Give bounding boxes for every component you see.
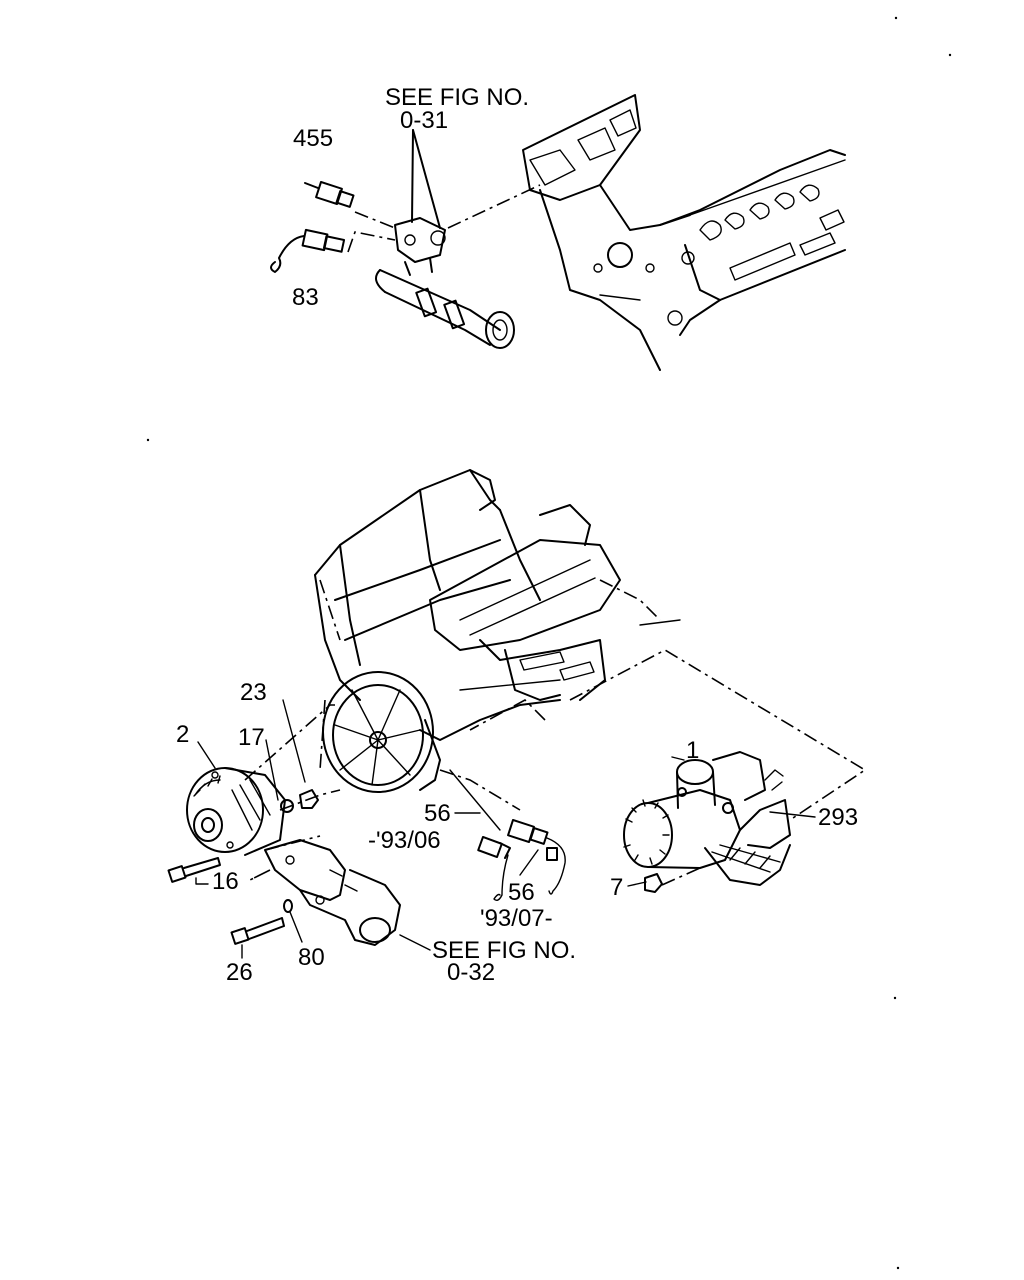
bracket xyxy=(264,839,401,946)
leader-0-32 xyxy=(399,934,431,951)
part-number-83: 83 xyxy=(292,284,319,311)
date-range-56-early: -'93/06 xyxy=(368,827,441,854)
leader-17 xyxy=(265,739,279,801)
nut-23 xyxy=(299,789,319,809)
part-number-16: 16 xyxy=(212,868,239,895)
part-number-56-late: 56 xyxy=(508,879,535,906)
speck xyxy=(896,1266,900,1270)
see-fig-label-bottom: SEE FIG NO. xyxy=(432,937,576,964)
part-number-293: 293 xyxy=(818,804,858,831)
sender-leader xyxy=(449,769,501,831)
part-number-56-early: 56 xyxy=(424,800,451,827)
sender-dashline xyxy=(439,769,521,811)
part-number-26: 26 xyxy=(226,959,253,986)
arrow-0-31-a xyxy=(411,129,414,223)
speck xyxy=(146,438,150,442)
leader-455 xyxy=(354,211,396,229)
alt-to-bolt-dashline xyxy=(279,789,341,811)
leader-7 xyxy=(627,881,647,887)
part-number-1: 1 xyxy=(686,737,699,764)
bracket-dashline xyxy=(249,835,321,881)
see-fig-number-top: 0-31 xyxy=(400,107,448,134)
arrow-0-31-b xyxy=(412,129,441,229)
starter-to-block-dashline xyxy=(469,699,546,731)
coolant-pipe xyxy=(375,217,515,349)
speck xyxy=(894,16,898,20)
top-engine-block xyxy=(522,94,846,371)
leader-83 xyxy=(347,231,396,253)
sensor-455 xyxy=(304,180,355,208)
sender-56-early xyxy=(477,836,511,902)
bolt-16 xyxy=(167,857,221,883)
sender-56-late xyxy=(507,818,566,895)
washer-17 xyxy=(280,799,294,813)
washer-80 xyxy=(283,899,293,913)
part-number-7: 7 xyxy=(610,874,623,901)
engine-assembly xyxy=(314,469,681,793)
leader-1 xyxy=(671,756,685,761)
speck xyxy=(948,53,952,57)
speck xyxy=(893,996,897,1000)
starter-to-engine-dashline xyxy=(569,649,867,821)
alt-to-engine-dashline xyxy=(244,704,335,781)
sensor-83 xyxy=(270,228,346,273)
date-range-56-late: '93/07- xyxy=(480,905,553,932)
leader-56-late xyxy=(519,849,539,876)
part-number-17: 17 xyxy=(238,724,265,751)
leader-pipe-to-block xyxy=(447,184,541,229)
see-fig-number-bottom: 0-32 xyxy=(447,959,495,986)
bolt-26 xyxy=(230,917,285,945)
leader-80 xyxy=(289,911,303,943)
part-number-80: 80 xyxy=(298,944,325,971)
starter-motor xyxy=(623,751,791,886)
nut-7-dashline xyxy=(661,867,701,886)
alternator xyxy=(186,767,286,856)
leader-23 xyxy=(282,699,306,783)
leader-16 xyxy=(195,877,209,885)
part-number-455: 455 xyxy=(293,125,333,152)
part-number-2: 2 xyxy=(176,721,189,748)
part-number-23: 23 xyxy=(240,679,267,706)
leader-2 xyxy=(197,741,216,769)
leader-293 xyxy=(769,811,816,818)
nut-7 xyxy=(644,873,663,893)
see-fig-label-top: SEE FIG NO. xyxy=(385,84,529,111)
